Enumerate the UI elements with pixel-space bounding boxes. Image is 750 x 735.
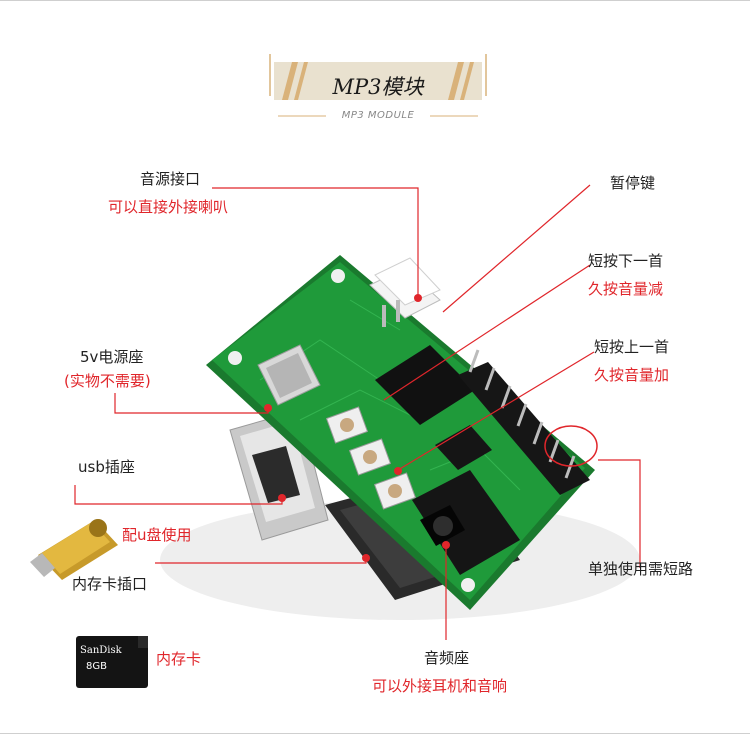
title-banner: MP3模块 MP3 MODULE xyxy=(268,52,488,126)
banner-decoration xyxy=(269,54,487,117)
power-socket-label: 5v电源座 xyxy=(80,348,144,366)
amplifier-chip xyxy=(435,425,492,470)
memory-card-slot-label: 内存卡插口 xyxy=(72,575,148,593)
pin-header xyxy=(458,349,590,495)
audio-jack-label: 音频座 xyxy=(424,649,470,667)
next-track-label: 短按下一首 xyxy=(588,252,664,270)
usb-note: 配u盘使用 xyxy=(122,526,192,544)
sd-card-capacity: 8GB xyxy=(86,661,107,672)
banner-subtitle: MP3 MODULE xyxy=(341,110,415,121)
power-socket xyxy=(257,344,321,406)
banner-title: MP3模块 xyxy=(332,75,424,99)
prev-button xyxy=(373,472,417,510)
audio-source-note: 可以直接外接喇叭 xyxy=(108,198,229,216)
volume-down-label: 久按音量减 xyxy=(588,280,664,298)
mount-hole xyxy=(331,269,345,283)
prev-track-label: 短按上一首 xyxy=(594,338,670,356)
speaker-connector xyxy=(369,257,441,327)
sd-card-brand: SanDisk xyxy=(80,645,122,656)
push-buttons xyxy=(325,406,417,510)
usb-flash-drive xyxy=(30,519,118,580)
bottom-border xyxy=(0,733,750,734)
decoder-chip xyxy=(375,345,475,425)
pause-key-label: 暂停键 xyxy=(610,174,656,192)
sd-card xyxy=(76,636,148,688)
audio-jack-note: 可以外接耳机和音响 xyxy=(372,677,508,695)
next-button xyxy=(348,438,392,476)
power-socket-note: (实物不需要) xyxy=(64,372,151,390)
mount-hole xyxy=(228,351,242,365)
audio-jack xyxy=(412,470,520,575)
memory-card-label: 内存卡 xyxy=(156,650,202,668)
top-border xyxy=(0,0,750,1)
standalone-note: 单独使用需短路 xyxy=(588,560,694,578)
callout-dots xyxy=(264,294,450,562)
pause-button xyxy=(325,406,369,444)
volume-up-label: 久按音量加 xyxy=(594,366,670,384)
audio-source-port-label: 音源接口 xyxy=(140,170,201,188)
short-circuit-marker xyxy=(544,425,598,467)
usb-socket-label: usb插座 xyxy=(78,458,135,476)
mount-hole xyxy=(461,578,475,592)
